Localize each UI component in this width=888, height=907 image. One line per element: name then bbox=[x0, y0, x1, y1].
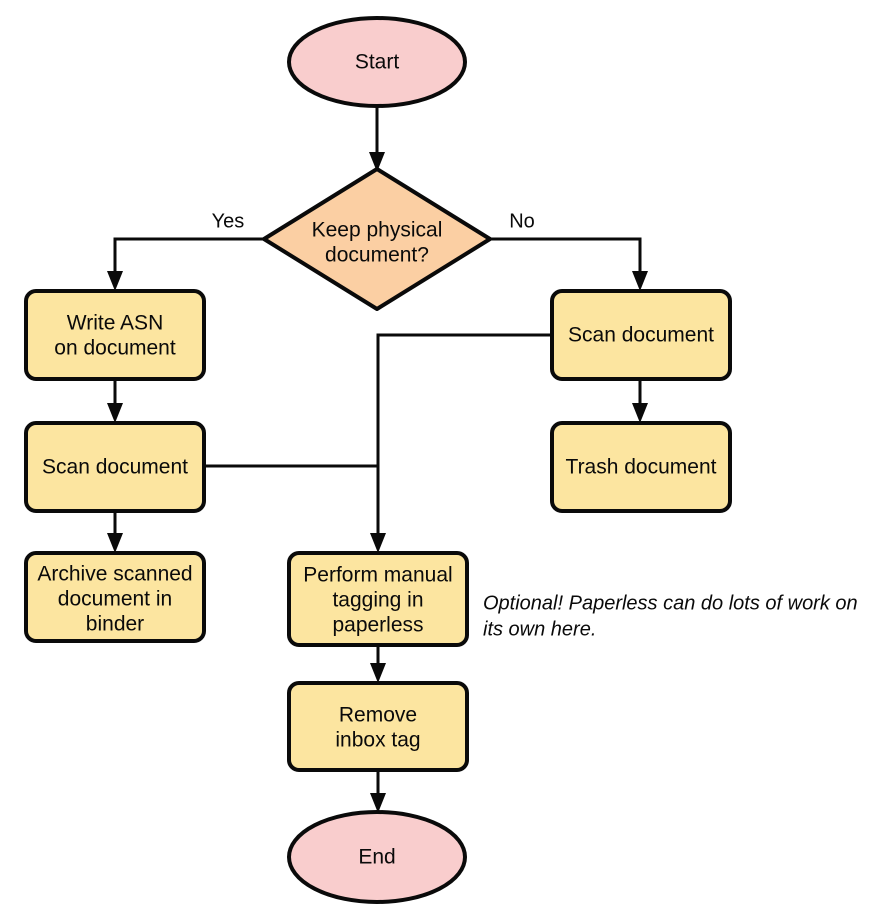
arrow-head-icon bbox=[370, 663, 386, 683]
node-scan-document-right-shape[interactable] bbox=[550, 289, 732, 381]
edge-decision-no-to-scan-right bbox=[490, 237, 648, 291]
edge-scan-right-to-trash bbox=[632, 379, 648, 423]
arrow-head-icon bbox=[370, 793, 386, 813]
node-remove-inbox-tag-shape[interactable] bbox=[287, 681, 469, 772]
arrow-head-icon bbox=[369, 152, 385, 172]
node-write-asn[interactable]: Write ASN on document bbox=[24, 289, 206, 381]
node-write-asn-label-line2: on document bbox=[54, 337, 176, 360]
edge-manual-tagging-to-remove-inbox bbox=[370, 645, 386, 683]
node-scan-document-left-shape[interactable] bbox=[24, 421, 206, 513]
node-scan-document-right[interactable]: Scan document bbox=[550, 289, 732, 381]
edge-write-asn-to-scan-left bbox=[107, 379, 123, 423]
node-archive-shape[interactable] bbox=[24, 551, 206, 643]
node-scan-document-right-label: Scan document bbox=[568, 324, 714, 347]
node-end-shape[interactable] bbox=[287, 810, 467, 904]
arrow-head-icon bbox=[632, 271, 648, 291]
node-write-asn-label-line1: Write ASN bbox=[67, 312, 163, 335]
node-decision-label-line2: document? bbox=[325, 244, 429, 267]
node-start-label: Start bbox=[355, 51, 400, 74]
edge-label-yes: Yes bbox=[212, 210, 245, 232]
node-scan-document-left[interactable]: Scan document bbox=[24, 421, 206, 513]
node-trash-document-label: Trash document bbox=[566, 456, 717, 479]
node-archive-label-line2: document in bbox=[58, 588, 172, 611]
node-manual-tagging-label-line3: paperless bbox=[332, 614, 423, 637]
node-decision-label-line1: Keep physical bbox=[312, 219, 443, 242]
node-decision-keep-physical-document[interactable]: Keep physical document? bbox=[262, 167, 492, 311]
arrow-head-icon bbox=[107, 403, 123, 423]
node-trash-document-shape[interactable] bbox=[550, 421, 732, 513]
arrow-head-icon bbox=[370, 533, 386, 553]
arrow-head-icon bbox=[107, 533, 123, 553]
node-manual-tagging-label-line1: Perform manual bbox=[303, 564, 452, 587]
node-trash-document[interactable]: Trash document bbox=[550, 421, 732, 513]
node-archive-label-line1: Archive scanned bbox=[37, 563, 192, 586]
edge-decision-yes-to-write-asn bbox=[107, 237, 264, 291]
node-remove-inbox-tag-label-line1: Remove bbox=[339, 704, 417, 727]
node-manual-tagging-label-line2: tagging in bbox=[332, 589, 423, 612]
annotation-line1: Optional! Paperless can do lots of work … bbox=[483, 592, 858, 614]
arrow-head-icon bbox=[107, 271, 123, 291]
node-scan-document-left-label: Scan document bbox=[42, 456, 188, 479]
node-remove-inbox-tag[interactable]: Remove inbox tag bbox=[287, 681, 469, 772]
node-remove-inbox-tag-label-line2: inbox tag bbox=[335, 729, 420, 752]
node-manual-tagging-shape[interactable] bbox=[287, 551, 469, 647]
node-start-shape[interactable] bbox=[287, 16, 467, 108]
edge-scan-left-to-archive bbox=[107, 511, 123, 553]
edge-label-no: No bbox=[509, 210, 535, 232]
node-manual-tagging[interactable]: Perform manual tagging in paperless bbox=[287, 551, 469, 647]
node-write-asn-shape[interactable] bbox=[24, 289, 206, 381]
node-archive-scanned-document[interactable]: Archive scanned document in binder bbox=[24, 551, 206, 643]
annotation-optional-note: Optional! Paperless can do lots of work … bbox=[483, 592, 858, 640]
node-archive-label-line3: binder bbox=[86, 613, 144, 636]
edge-remove-inbox-to-end bbox=[370, 770, 386, 813]
annotation-line2: its own here. bbox=[483, 618, 596, 640]
edge-start-to-decision bbox=[369, 106, 385, 172]
node-end[interactable]: End bbox=[287, 810, 467, 904]
arrow-head-icon bbox=[632, 403, 648, 423]
node-end-label: End bbox=[358, 846, 395, 869]
node-start[interactable]: Start bbox=[287, 16, 467, 108]
edge-scan-right-to-manual-tagging bbox=[370, 333, 552, 553]
node-decision-shape[interactable] bbox=[262, 167, 492, 311]
